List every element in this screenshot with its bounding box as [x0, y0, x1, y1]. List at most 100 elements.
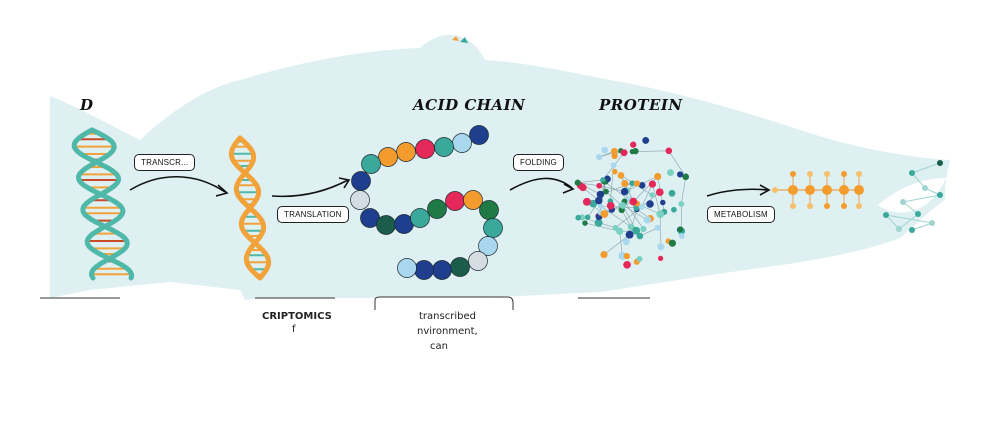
protein-atom: [656, 188, 664, 196]
amino-acid-bead: [415, 261, 434, 280]
metabolite-atom: [807, 203, 813, 209]
metabolite-atom: [772, 187, 778, 193]
heading-amino-acid-chain: ACID CHAIN: [413, 96, 525, 114]
label-transcription: TRANSCR...: [134, 154, 195, 171]
amino-acid-bead: [379, 148, 398, 167]
amino-acid-bead: [464, 191, 483, 210]
protein-atom: [644, 216, 652, 224]
protein-atom: [583, 198, 591, 206]
head-molecule-atom: [915, 211, 921, 217]
protein-atom: [660, 200, 665, 205]
metabolite-atom: [790, 171, 796, 177]
protein-atom: [616, 228, 623, 235]
protein-atom: [630, 142, 636, 148]
protein-atom: [618, 172, 625, 179]
protein-atom: [621, 149, 628, 156]
head-molecule-atom: [929, 220, 935, 226]
protein-atom: [677, 226, 683, 232]
protein-atom: [601, 147, 608, 154]
amino-acid-bead: [398, 259, 417, 278]
metabolite-atom: [841, 171, 847, 177]
protein-atom: [575, 180, 581, 186]
head-molecule-atom: [883, 212, 889, 218]
amino-acid-bead: [351, 191, 370, 210]
protein-atom: [630, 149, 635, 154]
protein-atom: [665, 147, 672, 154]
protein-atom: [646, 200, 654, 208]
metabolite-atom: [824, 171, 830, 177]
protein-atom: [679, 233, 685, 239]
amino-acid-bead: [480, 201, 499, 220]
protein-atom: [600, 177, 605, 182]
protein-atom: [678, 201, 684, 207]
amino-acid-bead: [428, 200, 447, 219]
protein-atom: [626, 231, 634, 239]
metabolite-atom: [807, 171, 813, 177]
metabolite-atom: [856, 203, 862, 209]
amino-acid-bead: [377, 216, 396, 235]
protein-atom: [623, 261, 631, 269]
metabolite-atom: [824, 203, 830, 209]
amino-acid-bead: [411, 209, 430, 228]
amino-acid-bead: [362, 155, 381, 174]
metabolite-atom: [788, 185, 798, 195]
protein-atom: [596, 183, 602, 189]
protein-atom: [621, 188, 628, 195]
amino-acid-bead: [470, 126, 489, 145]
head-molecule-atom: [909, 170, 915, 176]
protein-atom: [649, 180, 656, 187]
label-metabolism: METABOLISM: [707, 206, 775, 223]
protein-atom: [621, 180, 628, 187]
protein-atom: [649, 192, 654, 197]
protein-atom: [595, 197, 603, 205]
heading-protein: PROTEIN: [599, 96, 683, 114]
protein-atom: [629, 198, 637, 206]
head-molecule-atom: [900, 199, 906, 205]
heading-dna: D: [80, 96, 94, 114]
label-folding: FOLDING: [513, 154, 564, 171]
caption-transcriptomics-line: f: [292, 322, 296, 337]
protein-atom: [611, 162, 617, 168]
amino-acid-bead: [446, 192, 465, 211]
protein-atom: [632, 227, 640, 235]
protein-atom: [634, 180, 640, 186]
protein-atom: [585, 215, 591, 221]
metabolite-atom: [839, 185, 849, 195]
caption-chain-line-2: nvironment,: [417, 324, 478, 339]
amino-acid-bead: [435, 138, 454, 157]
metabolite-atom: [805, 185, 815, 195]
amino-acid-bead: [416, 140, 435, 159]
protein-atom: [582, 220, 587, 225]
protein-atom: [624, 253, 630, 259]
protein-atom: [658, 256, 663, 261]
protein-atom: [639, 204, 645, 210]
amino-acid-bead: [451, 258, 470, 277]
head-molecule-atom: [896, 226, 902, 232]
amino-acid-bead: [484, 219, 503, 238]
caption-transcriptomics-title: CRIPTOMICS: [262, 309, 332, 324]
head-molecule-atom: [922, 185, 928, 191]
protein-atom: [612, 169, 618, 175]
protein-atom: [655, 225, 661, 231]
amino-acid-bead: [352, 172, 371, 191]
protein-atom: [600, 251, 607, 258]
protein-atom: [620, 202, 627, 209]
protein-atom: [656, 210, 664, 218]
label-translation: TRANSLATION: [277, 206, 349, 223]
protein-atom: [596, 154, 602, 160]
metabolite-atom: [854, 185, 864, 195]
protein-atom: [642, 137, 649, 144]
protein-atom: [667, 169, 674, 176]
protein-atom: [677, 171, 683, 177]
metabolite-atom: [856, 171, 862, 177]
protein-atom: [682, 173, 689, 180]
protein-atom: [669, 240, 676, 247]
protein-atom: [601, 210, 609, 218]
protein-atom: [671, 207, 677, 213]
metabolite-atom: [822, 185, 832, 195]
protein-atom: [654, 173, 661, 180]
caption-chain-line-1: transcribed: [419, 309, 476, 324]
caption-chain-line-3: can: [430, 339, 448, 354]
